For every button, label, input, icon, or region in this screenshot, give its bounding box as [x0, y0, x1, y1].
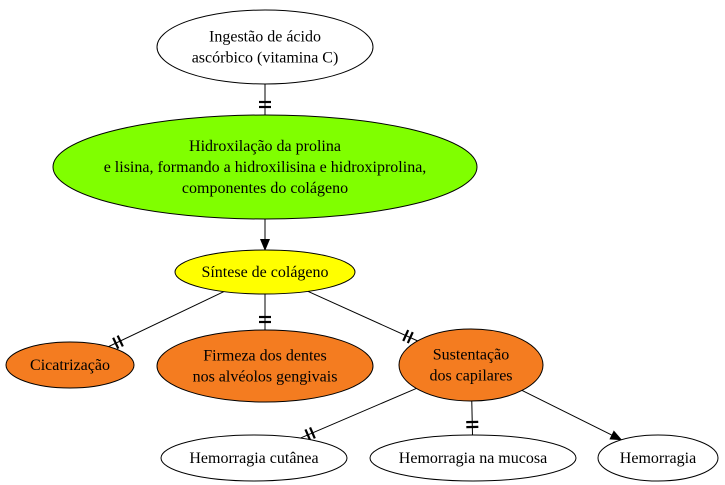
node-ingestao: Ingestão de ácido ascórbico (vitamina C) [156, 9, 374, 85]
node-ellipse [369, 434, 577, 482]
parallel-bar-marker [309, 427, 316, 439]
node-ellipse [52, 114, 478, 220]
node-label-line: Firmeza dos dentes [203, 348, 327, 365]
node-label-line: ascórbico (vitamina C) [192, 50, 339, 67]
parallel-bar-marker [112, 337, 120, 350]
node-label-line: Hemorragia na mucosa [399, 450, 547, 467]
node-label-line: Hidroxilação da prolina [189, 138, 341, 155]
node-hem_mucosa: Hemorragia na mucosa [369, 434, 577, 482]
node-ellipse [160, 434, 348, 482]
parallel-bar-marker [304, 428, 312, 441]
node-cicatrizacao: Cicatrização [5, 341, 135, 389]
parallel-bar-marker [406, 331, 414, 344]
node-label-line: nos alvéolos gengivais [193, 369, 338, 386]
parallel-bar-marker [116, 335, 124, 347]
edge-sustentacao-to-hemorragia [521, 389, 623, 441]
node-sustentacao: Sustentação dos capilares [398, 328, 544, 402]
edges-layer [108, 84, 623, 441]
node-ellipse [398, 328, 544, 402]
node-ellipse [597, 434, 719, 482]
edge-sintese-to-cicatrizacao [108, 291, 225, 350]
node-label-line: e lisina, formando a hidroxilisina e hid… [104, 159, 427, 176]
edge-ingestao-to-hidroxilacao [259, 84, 271, 115]
edge-sintese-to-sustentacao [307, 290, 418, 344]
node-label-line: Síntese de colágeno [201, 264, 328, 281]
edge-sustentacao-to-hem_cutanea [300, 387, 417, 441]
node-label-line: Cicatrização [30, 357, 110, 374]
edge-line [108, 291, 225, 348]
node-label-line: componentes do colágeno [182, 180, 348, 197]
edge-line [521, 389, 623, 441]
edge-sintese-to-firmeza [259, 294, 271, 330]
nodes-layer: Ingestão de ácido ascórbico (vitamina C) H… [5, 9, 719, 482]
node-hidroxilacao: Hidroxilação da prolina e lisina, formand… [52, 114, 478, 220]
node-hemorragia: Hemorragia [597, 434, 719, 482]
node-hem_cutanea: Hemorragia cutânea [160, 434, 348, 482]
node-ellipse [156, 329, 374, 403]
edge-line [300, 387, 417, 439]
edge-line [471, 400, 474, 436]
node-sintese: Síntese de colágeno [174, 249, 356, 295]
node-firmeza: Firmeza dos dentes nos alvéolos gengivais [156, 329, 374, 403]
node-label-line: dos capilares [429, 368, 512, 385]
node-label-line: Hemorragia cutânea [189, 450, 318, 467]
node-ellipse [174, 249, 356, 295]
node-label-line: Ingestão de ácido [209, 29, 321, 46]
edge-line [307, 290, 418, 342]
edge-sustentacao-to-hem_mucosa [466, 400, 479, 436]
node-label-line: Sustentação [433, 347, 509, 364]
node-label-line: Hemorragia [620, 450, 696, 467]
node-ellipse [156, 9, 374, 85]
node-ellipse [5, 341, 135, 389]
parallel-bar-marker [402, 329, 410, 342]
